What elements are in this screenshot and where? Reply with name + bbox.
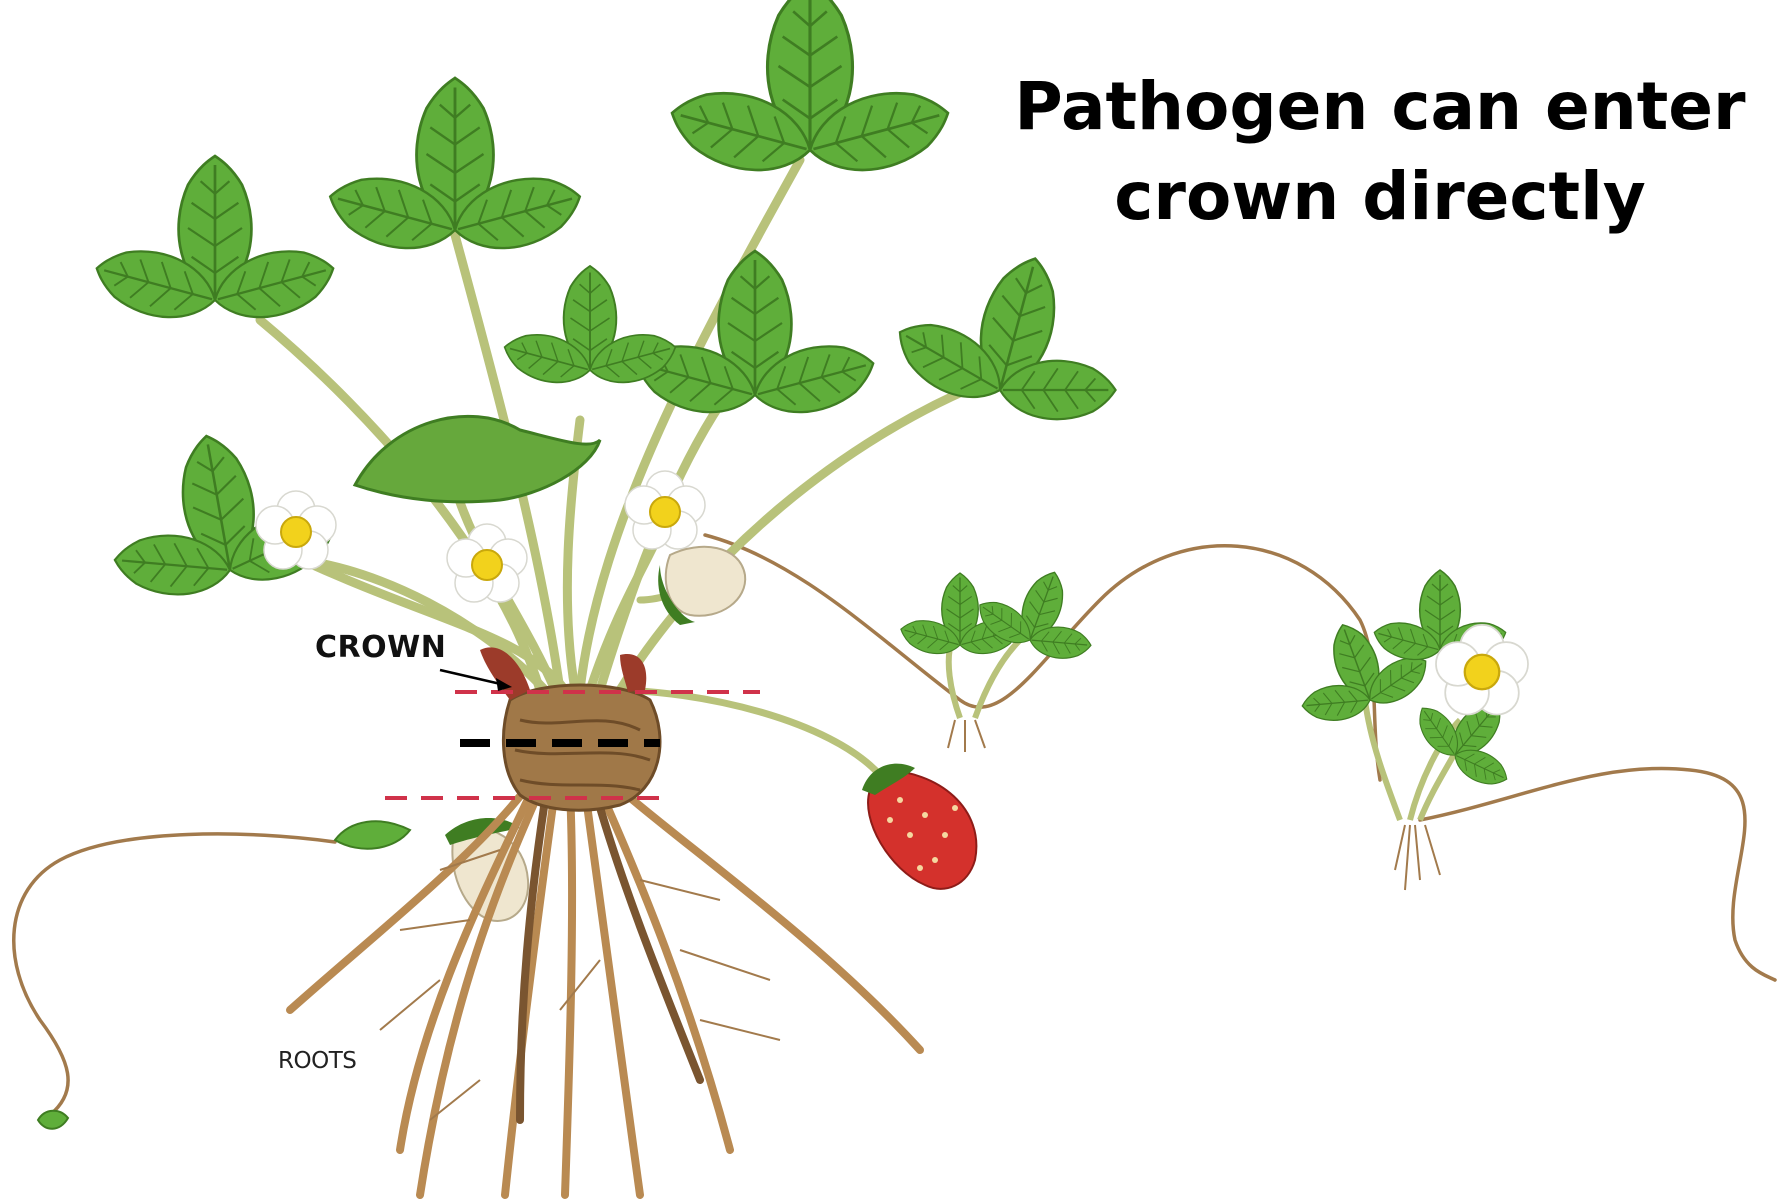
title-line-1: Pathogen can enter: [990, 62, 1770, 152]
runner-plantlet-middle: [897, 551, 1114, 752]
fruit-ripe: [862, 764, 976, 889]
roots-label: ROOTS: [278, 1048, 356, 1074]
fruit-unripe-upper: [658, 547, 745, 625]
runner-plantlet-right: [1277, 570, 1544, 890]
title-line-2: crown directly: [990, 152, 1770, 242]
leaves: [38, 0, 1150, 1129]
slide-title: Pathogen can enter crown directly: [990, 62, 1770, 242]
runner-right-2: [1420, 768, 1775, 980]
runner-right-1: [705, 535, 1380, 780]
crown-label: CROWN: [315, 630, 446, 665]
